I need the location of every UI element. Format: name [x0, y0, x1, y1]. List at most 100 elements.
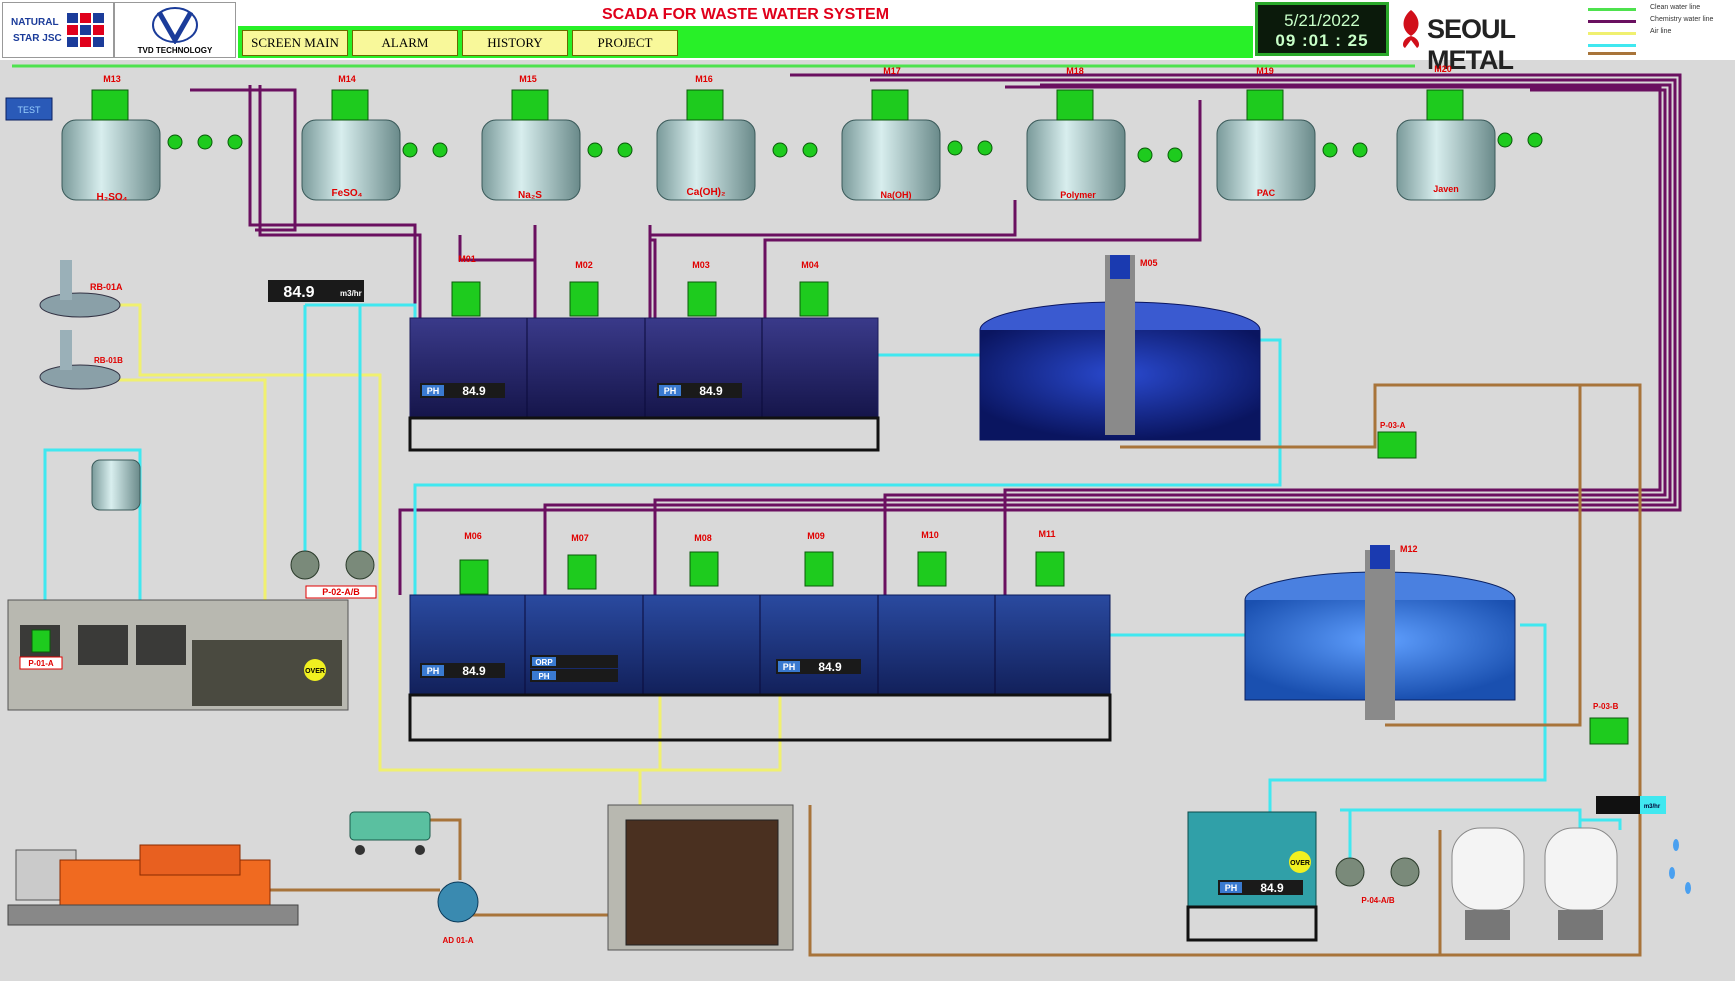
nav-project-button[interactable]: PROJECT	[572, 30, 678, 56]
seoul-metal-logo-icon	[1403, 10, 1419, 48]
dosing-pump-icon[interactable]	[1527, 132, 1543, 148]
legend-swatch	[1588, 44, 1636, 47]
dosing-pump-icon[interactable]	[947, 140, 963, 156]
motor-tag: M13	[103, 74, 121, 84]
motor-icon	[871, 89, 909, 121]
ph-readout-m06: PH 84.9	[420, 663, 505, 678]
mixer-motor-m01[interactable]	[451, 281, 481, 317]
pump-p02ab[interactable]: P-02-A/B	[290, 550, 377, 599]
tank-label: H₂SO₄	[97, 192, 128, 203]
dosing-pump-icon[interactable]	[617, 142, 633, 158]
reaction-basin-row1	[408, 317, 880, 452]
dosing-pump-icon[interactable]	[1352, 142, 1368, 158]
dosing-pump-icon[interactable]	[977, 140, 993, 156]
dosing-pump-icon[interactable]	[772, 142, 788, 158]
chemical-tank-naoh[interactable]: M17 Na(OH)	[841, 66, 941, 201]
dosing-pump-icon[interactable]	[802, 142, 818, 158]
seoul-metal-brand: SEOUL METAL	[1395, 2, 1585, 75]
ph-readout-m01: PH 84.9	[420, 383, 505, 398]
brand-name-text: SEOUL METAL	[1427, 14, 1516, 75]
chemical-tank-javen[interactable]: M20 Javen	[1396, 64, 1496, 201]
mixer-motor-m07[interactable]	[567, 554, 597, 590]
chemical-tank-h2so4[interactable]: M13 H₂SO₄	[61, 74, 161, 203]
dosing-pump-icon[interactable]	[197, 134, 213, 150]
blower-label: RB-01B	[94, 356, 123, 365]
flow-unit-right: m3/hr	[1644, 804, 1661, 810]
motor-icon	[91, 89, 129, 121]
dosing-pump-icon[interactable]	[167, 134, 183, 150]
ph-label: PH	[664, 386, 677, 396]
ph-readout-m03: PH 84.9	[657, 383, 742, 398]
chemical-tank-polymer[interactable]: M18 Polymer	[1026, 66, 1126, 201]
legend-chemistry-water: Chemistry water line	[1588, 16, 1733, 26]
legend-swatch	[1588, 32, 1636, 35]
motor-tag-m03: M03	[692, 260, 710, 270]
dosing-pump-icon[interactable]	[227, 134, 243, 150]
filter-vessel[interactable]	[1544, 827, 1618, 911]
pump-label: P-01-A	[28, 659, 54, 668]
pump-p04ab[interactable]: P-04-A/B	[1335, 857, 1420, 905]
row1-motors	[451, 281, 829, 317]
test-button-label: TEST	[17, 105, 41, 115]
dosing-pump-icon[interactable]	[402, 142, 418, 158]
collection-pit	[7, 599, 349, 711]
dosing-pump-icon[interactable]	[1497, 132, 1513, 148]
ph-readout-final: PH 84.9	[1218, 880, 1303, 895]
ph-value: 84.9	[462, 664, 486, 678]
pump-ad01a[interactable]: AD 01-A	[437, 881, 479, 945]
over-text: OVER	[1290, 860, 1310, 867]
nav-history-button[interactable]: HISTORY	[462, 30, 568, 56]
motor-tag-m12: M12	[1400, 544, 1418, 554]
nav-alarm-button[interactable]: ALARM	[352, 30, 458, 56]
dosing-pump-icon[interactable]	[1137, 147, 1153, 163]
tvd-logo-text: TVD TECHNOLOGY	[137, 46, 213, 55]
chemical-tank-feso4[interactable]: M14 FeSO₄	[301, 74, 401, 201]
filter-vessel[interactable]	[1451, 827, 1525, 911]
final-ph-tank	[1186, 811, 1318, 942]
tank-label: Ca(OH)₂	[687, 187, 726, 198]
dosing-pump-icon[interactable]	[1322, 142, 1338, 158]
row2-motors	[459, 551, 1065, 595]
nav-screen-main-button[interactable]: SCREEN MAIN	[242, 30, 348, 56]
over-text: OVER	[305, 668, 325, 675]
test-button[interactable]: TEST	[5, 97, 53, 121]
mixer-motor-m02[interactable]	[569, 281, 599, 317]
pump-label: P-03-A	[1380, 421, 1406, 430]
tank-label: Polymer	[1060, 190, 1096, 200]
mixer-motor-m04[interactable]	[799, 281, 829, 317]
ph-value: 84.9	[1260, 881, 1284, 895]
ph-value: 84.9	[699, 384, 723, 398]
dosing-pumps	[167, 132, 1543, 163]
pump-p01a[interactable]: P-01-A	[19, 629, 63, 670]
flow-value: 84.9	[283, 284, 314, 301]
blower-rb01b[interactable]: RB-01B	[39, 330, 123, 390]
logo-grid-icon	[67, 13, 104, 47]
dosing-pump-icon[interactable]	[1167, 147, 1183, 163]
mixer-motor-m10[interactable]	[917, 551, 947, 587]
chemical-tank-pac[interactable]: M19 PAC	[1216, 66, 1316, 201]
legend-swatch	[1588, 52, 1636, 55]
dosing-pump-icon[interactable]	[432, 142, 448, 158]
pump-p03a[interactable]: P-03-A	[1377, 421, 1417, 459]
mixer-motor-m03[interactable]	[687, 281, 717, 317]
chemical-tank-na2s[interactable]: M15 Na₂S	[481, 74, 581, 201]
orp-readout-m07: ORP	[530, 655, 618, 668]
pump-p03b[interactable]: P-03-B	[1589, 702, 1629, 745]
pump-label: AD 01-A	[442, 936, 473, 945]
legend-air: Air line	[1588, 28, 1733, 38]
legend-sludge	[1588, 48, 1733, 58]
nav-bar: SCREEN MAIN ALARM HISTORY PROJECT	[238, 26, 1253, 58]
dosing-pump-icon[interactable]	[587, 142, 603, 158]
mixer-motor-m11[interactable]	[1035, 551, 1065, 587]
filter-press[interactable]	[7, 844, 299, 926]
clarifier-1[interactable]: M05	[979, 255, 1261, 441]
blower-rb01a[interactable]: RB-01A	[39, 260, 123, 318]
mixer-motor-m08[interactable]	[689, 551, 719, 587]
mixer-motor-m06[interactable]	[459, 559, 489, 595]
chemical-tanks: M13 H₂SO₄ M14 FeSO₄ M15 Na₂S M16 Ca(OH)₂…	[61, 64, 1496, 203]
clarifier-2[interactable]: M12	[1244, 544, 1516, 720]
mixer-motor-m09[interactable]	[804, 551, 834, 587]
motor-icon	[1246, 89, 1284, 121]
air-compressor[interactable]	[349, 811, 431, 855]
chemical-tank-caoh2[interactable]: M16 Ca(OH)₂	[656, 74, 756, 201]
